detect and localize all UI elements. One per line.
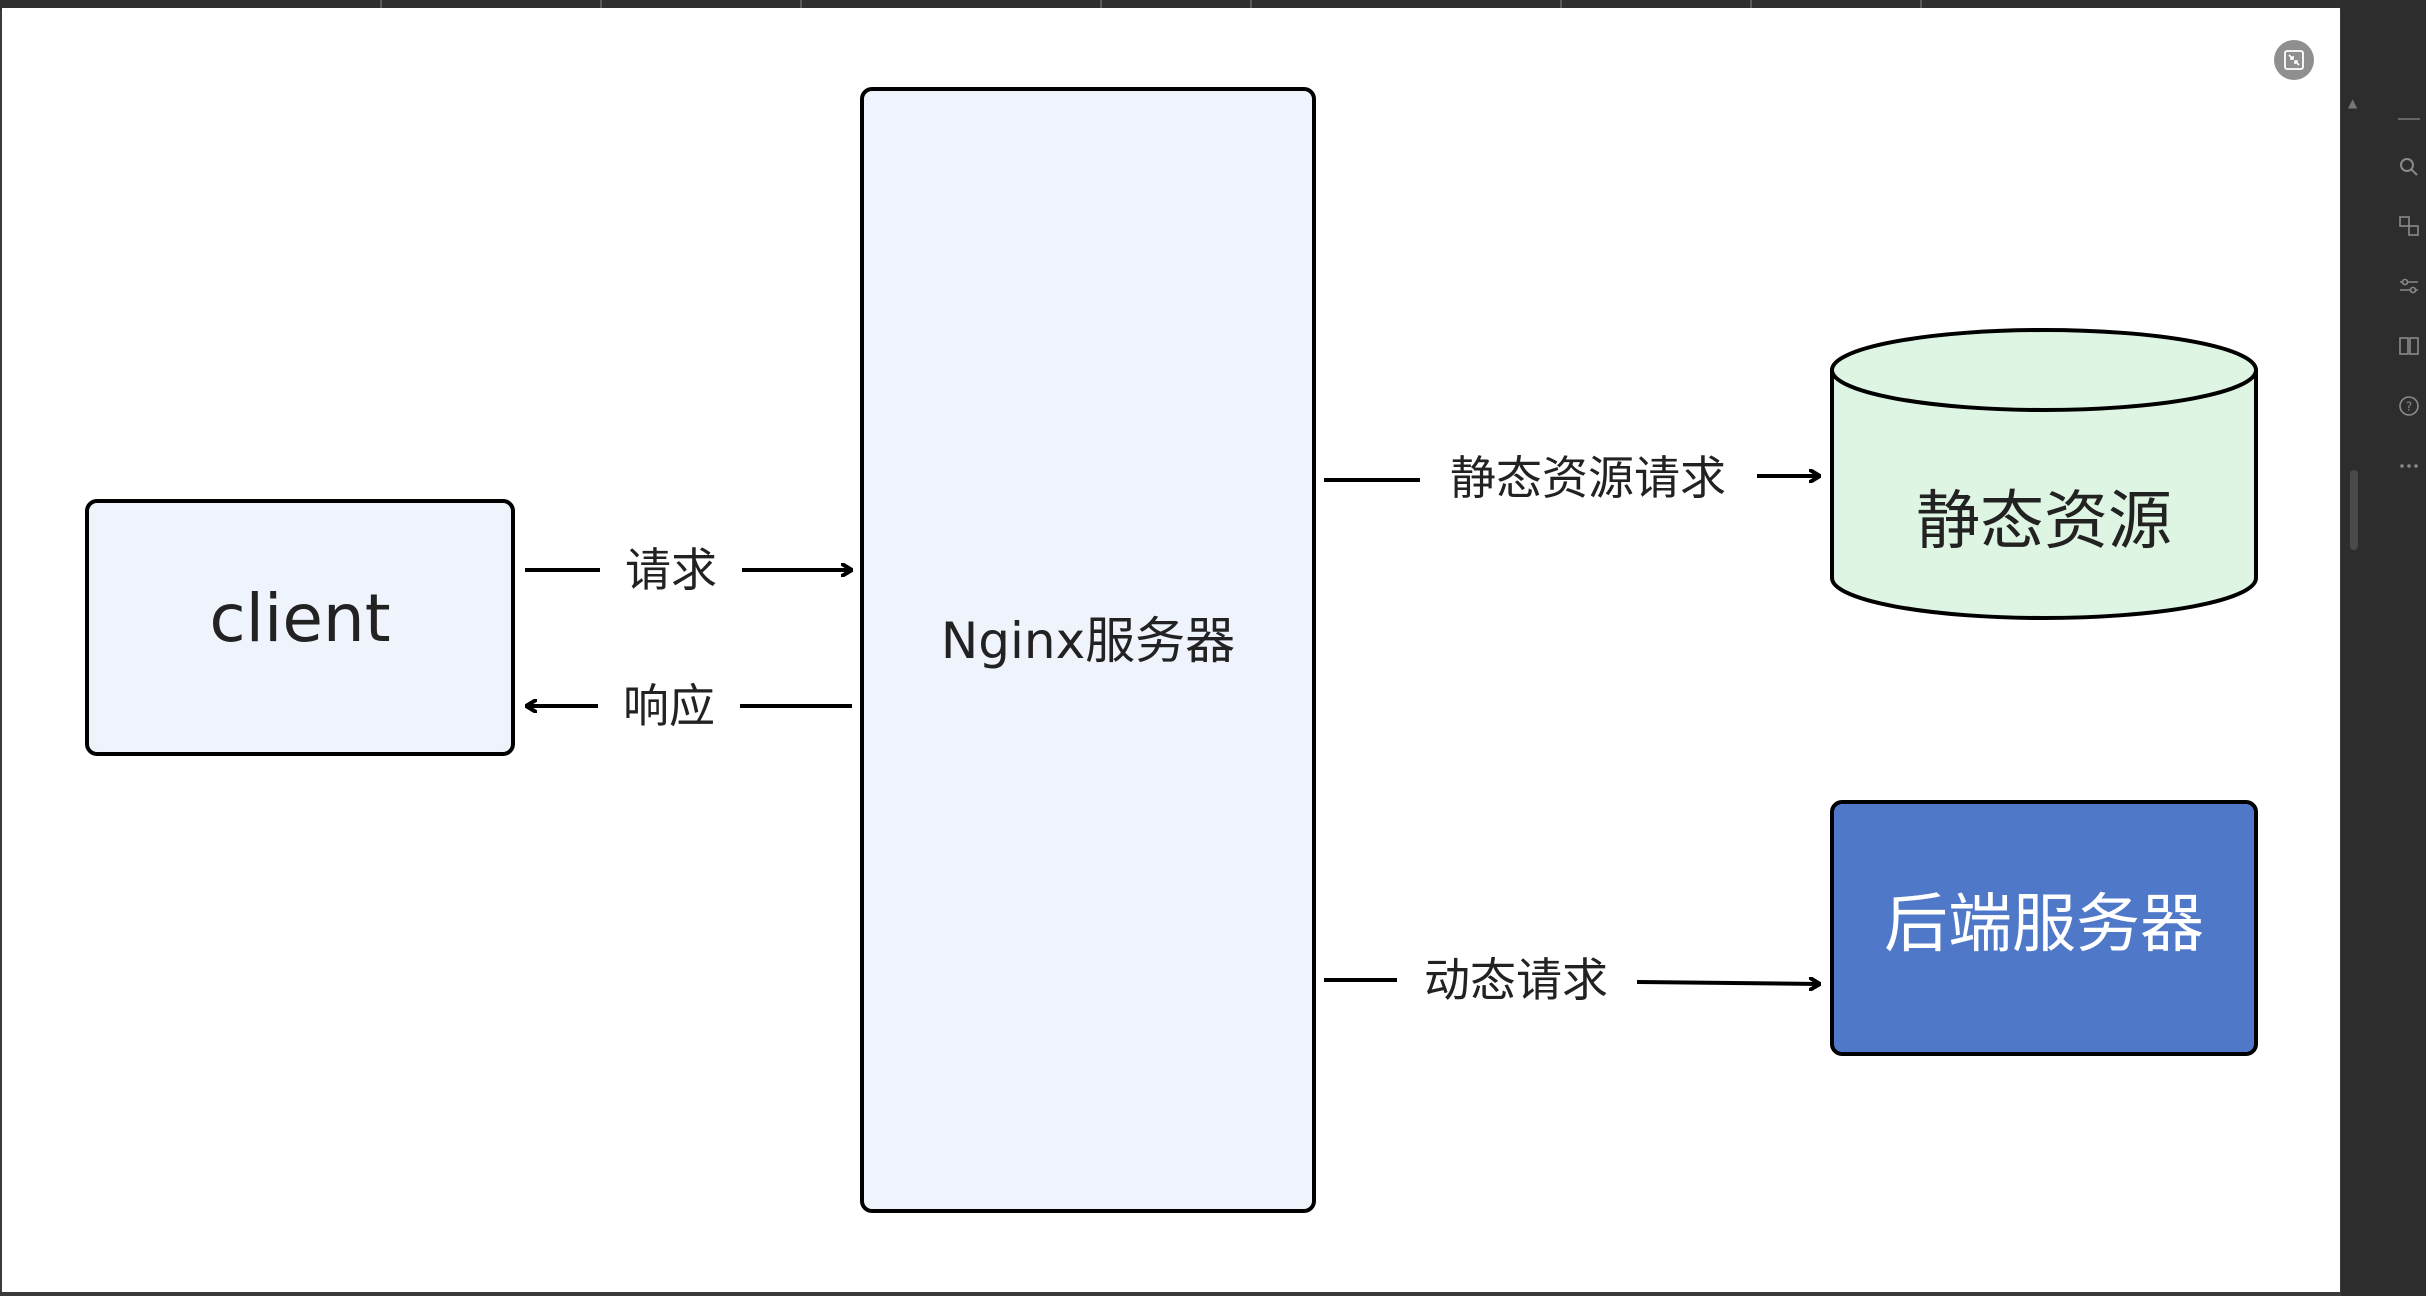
toolbar-divider: [600, 0, 602, 8]
static-cylinder-body: [1830, 370, 2258, 620]
static-request-edge: 静态资源请求: [1324, 451, 1820, 505]
image-viewer-modal: client Nginx服务器 静态资源 后端服务器 请求 响应: [2, 8, 2340, 1292]
search-icon[interactable]: [2396, 155, 2422, 181]
scroll-up-arrow-icon[interactable]: ▲: [2348, 96, 2358, 110]
request-edge-label: 请求: [625, 543, 717, 597]
toolbar-divider: [1250, 0, 1252, 8]
toolbar-divider: [1560, 0, 1562, 8]
response-edge-label: 响应: [623, 679, 715, 733]
nginx-label: Nginx服务器: [941, 612, 1235, 670]
sliders-icon[interactable]: [2396, 274, 2422, 300]
client-label: client: [209, 580, 390, 657]
help-icon[interactable]: ?: [2396, 394, 2422, 420]
nginx-box: [860, 87, 1316, 1213]
svg-text:?: ?: [2406, 400, 2412, 414]
backend-server-label: 后端服务器: [1884, 888, 2204, 962]
fullscreen-exit-icon: [2284, 50, 2304, 70]
dynamic-request-edge: 动态请求: [1324, 953, 1820, 1007]
toolbar-divider: [1750, 0, 1752, 8]
toolbar-divider: [1100, 0, 1102, 8]
request-edge: 请求: [525, 543, 852, 597]
nginx-node: Nginx服务器: [860, 87, 1316, 1213]
client-box: [85, 499, 515, 756]
right-side-panel: ?: [2341, 0, 2426, 1296]
book-icon[interactable]: [2396, 334, 2422, 360]
toolbar-divider: [380, 0, 382, 8]
toolbar-divider: [1920, 0, 1922, 8]
panel-divider: [2398, 118, 2420, 120]
static-request-edge-label: 静态资源请求: [1450, 451, 1726, 505]
client-node: client: [85, 499, 515, 756]
translate-icon[interactable]: [2396, 214, 2422, 240]
background-toolbar: [0, 0, 2426, 10]
static-cylinder-top: [1830, 328, 2258, 412]
backend-box: [1830, 800, 2258, 1056]
dynamic-request-edge-arrow: [1636, 982, 1820, 984]
dynamic-request-edge-label: 动态请求: [1424, 953, 1608, 1007]
architecture-diagram: client Nginx服务器 静态资源 后端服务器 请求 响应: [85, 87, 2258, 1213]
static-resource-node: 静态资源: [1830, 328, 2258, 620]
backend-server-node: 后端服务器: [1830, 800, 2258, 1056]
more-icon[interactable]: [2396, 454, 2422, 480]
static-resource-label: 静态资源: [1916, 485, 2172, 559]
toolbar-divider: [800, 0, 802, 8]
exit-fullscreen-button[interactable]: [2274, 40, 2314, 80]
scrollbar-thumb[interactable]: [2350, 470, 2358, 550]
response-edge: 响应: [526, 679, 852, 733]
